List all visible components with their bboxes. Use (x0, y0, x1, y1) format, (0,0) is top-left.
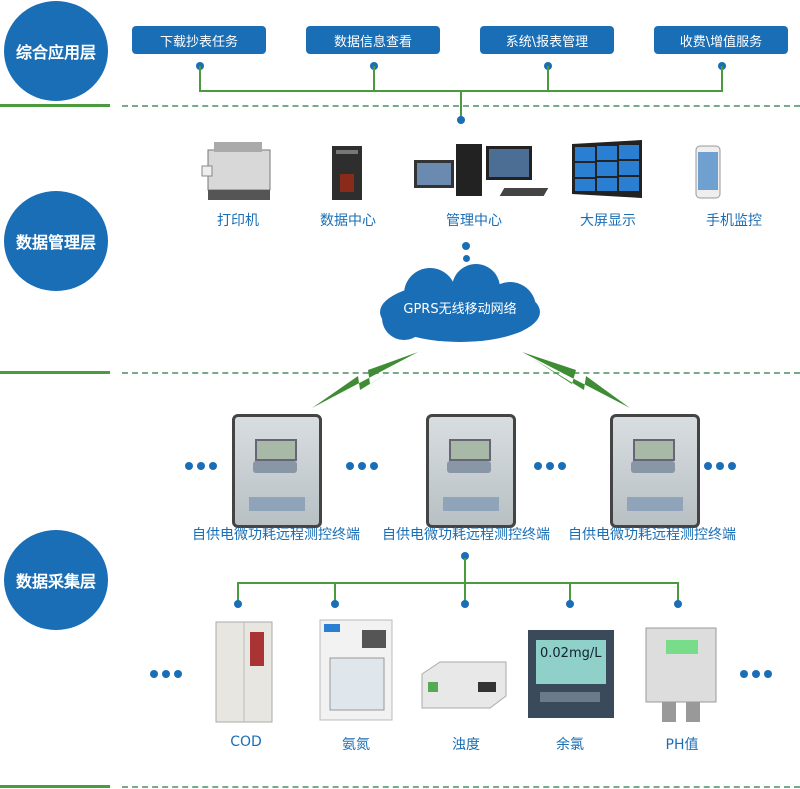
connector-dot (461, 552, 469, 560)
device-label: 打印机 (217, 213, 259, 229)
connector-line (547, 66, 549, 91)
turbidity-meter-icon (421, 661, 507, 709)
sensor-label: 浊度 (452, 737, 480, 753)
connector-line (460, 90, 462, 118)
sensor-label: 余氯 (556, 737, 584, 753)
connector-line (237, 582, 239, 604)
more-ellipsis (740, 670, 772, 678)
separator (0, 104, 110, 107)
connector-line (334, 582, 336, 604)
connector-line (199, 66, 201, 91)
connector-line (464, 558, 466, 604)
connector-dot (457, 116, 465, 124)
more-ellipsis (185, 462, 217, 470)
more-ellipsis (704, 462, 736, 470)
connector-dot (674, 600, 682, 608)
more-ellipsis (534, 462, 566, 470)
more-ellipsis (346, 462, 378, 470)
report-management-button[interactable]: 系统\报表管理 (480, 26, 614, 54)
cloud-icon (380, 264, 540, 342)
separator-dashed (122, 372, 800, 374)
billing-service-button[interactable]: 收费\增值服务 (654, 26, 788, 54)
connector-dot (331, 600, 339, 608)
printer-icon (201, 142, 271, 200)
ammonia-analyzer-icon (319, 619, 393, 721)
terminal-device (232, 414, 322, 528)
device-label: 大屏显示 (580, 213, 636, 229)
terminal-device (610, 414, 700, 528)
connector-line (569, 582, 571, 604)
video-wall-icon (572, 140, 642, 198)
terminal-device (426, 414, 516, 528)
cod-analyzer-icon (215, 621, 273, 723)
separator (0, 371, 110, 374)
connector-line (721, 66, 723, 91)
layer-management: 数据管理层 (4, 191, 108, 291)
network-label: GPRS无线移动网络 (403, 302, 517, 317)
layer-collection: 数据采集层 (4, 530, 108, 630)
terminal-label: 自供电微功耗远程测控终端 (382, 527, 550, 543)
sensor-label: PH值 (665, 737, 699, 753)
mobile-phone-icon (695, 145, 721, 199)
sensor-label: COD (230, 734, 262, 750)
download-task-button[interactable]: 下载抄表任务 (132, 26, 266, 54)
computer-icon (414, 144, 549, 196)
terminal-label: 自供电微功耗远程测控终端 (192, 527, 360, 543)
server-icon (332, 146, 362, 200)
terminal-label: 自供电微功耗远程测控终端 (568, 527, 736, 543)
wireless-signal-icon (312, 352, 630, 408)
connector-dot (462, 242, 470, 250)
more-ellipsis (150, 670, 182, 678)
connector-dot (566, 600, 574, 608)
connector-line (373, 66, 375, 91)
layer-app: 综合应用层 (4, 1, 108, 101)
sensor-label: 氨氮 (342, 737, 370, 753)
sensor-readout: 0.02mg/L (540, 646, 602, 661)
ph-meter-icon (645, 627, 717, 722)
separator (0, 785, 110, 788)
connector-line (677, 582, 679, 604)
residual-chlorine-meter-icon (528, 630, 614, 718)
device-label: 管理中心 (446, 213, 502, 229)
device-label: 手机监控 (706, 213, 762, 229)
connector-bus (237, 582, 679, 584)
connector-dot (463, 255, 470, 262)
device-label: 数据中心 (320, 213, 376, 229)
connector-dot (461, 600, 469, 608)
data-view-button[interactable]: 数据信息查看 (306, 26, 440, 54)
separator-dashed (122, 786, 800, 788)
connector-dot (234, 600, 242, 608)
